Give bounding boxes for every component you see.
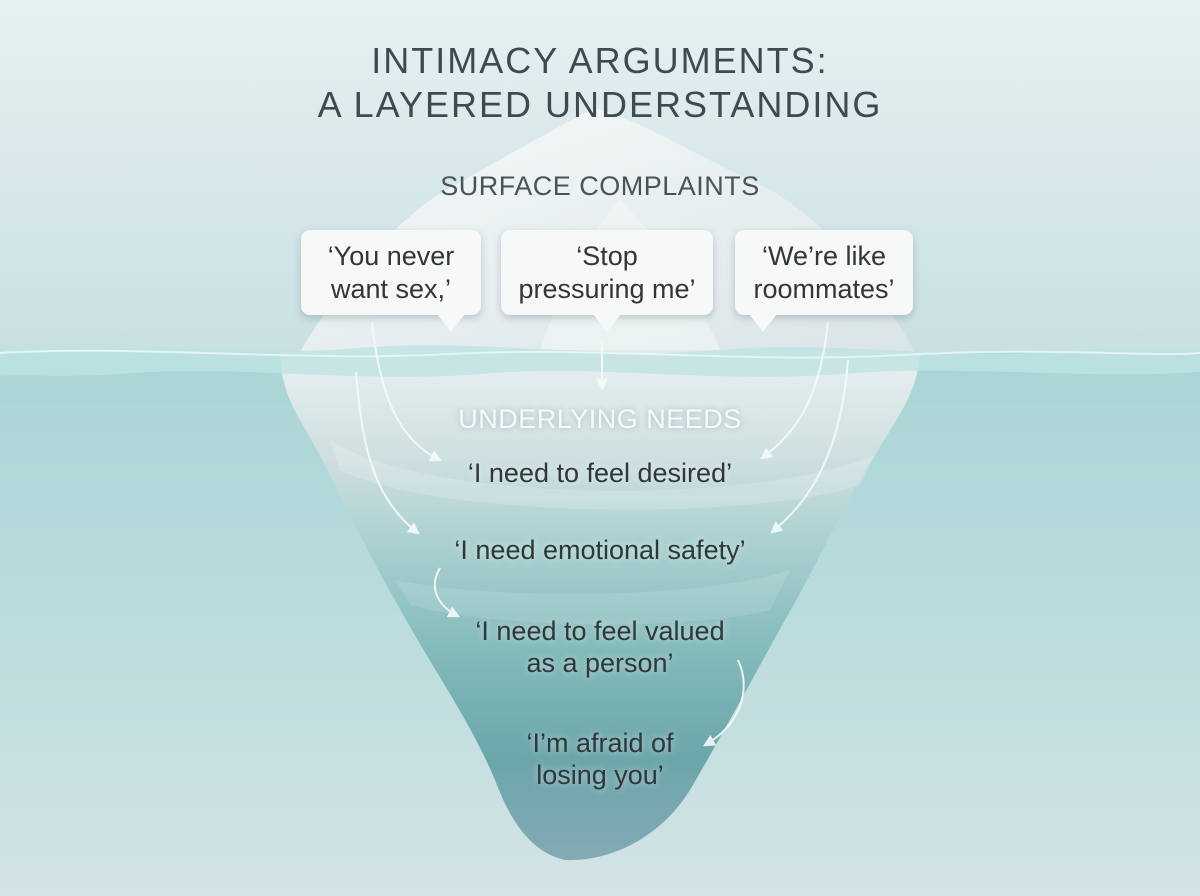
arrow-right-to-desired — [760, 321, 829, 460]
need-afraid-of-losing: ‘I’m afraid of losing you’ — [0, 727, 1200, 791]
need-4-line-1: ‘I’m afraid of — [526, 728, 674, 758]
speech-bubble-tail — [593, 314, 621, 332]
need-emotional-safety: ‘I need emotional safety’ — [0, 534, 1200, 566]
water-surface-band — [0, 343, 1200, 377]
complaint-bubble-roommates: ‘We’re like roommates’ — [735, 230, 913, 332]
complaint-3-line-2: roommates’ — [753, 274, 895, 304]
page-title-line-2: A LAYERED UNDERSTANDING — [317, 84, 883, 125]
iceberg-facet-2 — [395, 570, 790, 625]
complaint-1-line-2: want sex,’ — [330, 274, 452, 304]
need-2-line-1: ‘I need emotional safety’ — [454, 535, 746, 565]
speech-bubble-tail — [437, 314, 465, 332]
speech-bubble-tail — [749, 314, 777, 332]
need-feel-desired: ‘I need to feel desired’ — [0, 457, 1200, 489]
arrow-safety-to-valued — [433, 567, 461, 618]
page-title-line-1: INTIMACY ARGUMENTS: — [371, 40, 829, 81]
need-1-line-1: ‘I need to feel desired’ — [467, 458, 733, 488]
arrow-left-to-desired — [371, 321, 443, 462]
iceberg-below-water — [280, 352, 920, 861]
arrow-valued-to-afraid — [702, 659, 745, 747]
underlying-needs-label: UNDERLYING NEEDS — [458, 404, 742, 434]
complaint-2-line-1: ‘Stop — [576, 241, 638, 271]
need-3-line-1: ‘I need to feel valued — [475, 616, 725, 646]
need-feel-valued: ‘I need to feel valued as a person’ — [0, 615, 1200, 679]
need-4-line-2: losing you’ — [536, 760, 664, 790]
complaint-2-line-2: pressuring me’ — [518, 274, 696, 304]
complaint-1-line-1: ‘You never — [327, 241, 455, 271]
complaint-bubble-never-want-sex: ‘You never want sex,’ — [301, 230, 481, 332]
water-surface-highlight — [0, 349, 1200, 359]
complaint-3-line-1: ‘We’re like — [761, 241, 887, 271]
flow-arrows — [355, 321, 849, 747]
arrow-right-to-safety — [770, 359, 849, 534]
iceberg-facet-1 — [330, 440, 875, 510]
surface-complaints-label: SURFACE COMPLAINTS — [440, 171, 760, 201]
need-3-line-2: as a person’ — [526, 648, 674, 678]
complaint-bubble-stop-pressuring: ‘Stop pressuring me’ — [501, 230, 713, 332]
arrow-left-to-safety — [355, 371, 420, 535]
